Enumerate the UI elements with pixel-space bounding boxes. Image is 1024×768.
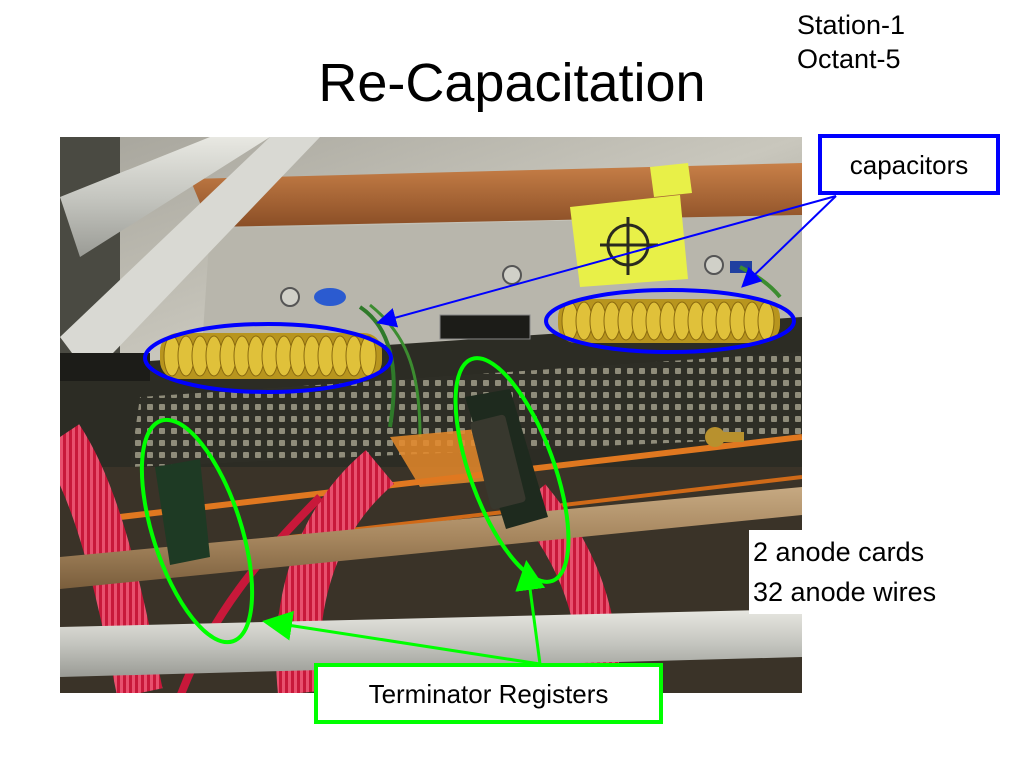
slide-title: Re-Capacitation <box>318 53 706 113</box>
octant-text: Octant-5 <box>797 44 901 74</box>
anode-cards-text: 2 anode cards <box>753 537 925 567</box>
capacitors-callout: capacitors <box>818 134 1000 195</box>
station-octant-label: Station-1 Octant-5 <box>797 8 905 76</box>
terminator-registers-text: Terminator Registers <box>368 678 609 709</box>
terminator-registers-callout: Terminator Registers <box>314 663 663 724</box>
station-text: Station-1 <box>797 10 906 40</box>
screw-center <box>502 265 522 285</box>
capacitors-left <box>160 333 382 379</box>
anode-info-label: 2 anode cards 32 anode wires <box>749 530 1017 614</box>
capacitors-callout-text: capacitors <box>849 149 969 180</box>
pipe-diagonal <box>60 137 320 377</box>
pipe-top-left <box>60 137 270 257</box>
screw-left <box>280 287 300 307</box>
blue-connector <box>314 288 346 306</box>
hardware-photo <box>60 137 802 693</box>
ohmetics-connector <box>439 314 531 340</box>
anode-wires-text: 32 anode wires <box>753 577 937 607</box>
capacitors-right <box>558 299 780 343</box>
screw-right <box>704 255 724 275</box>
